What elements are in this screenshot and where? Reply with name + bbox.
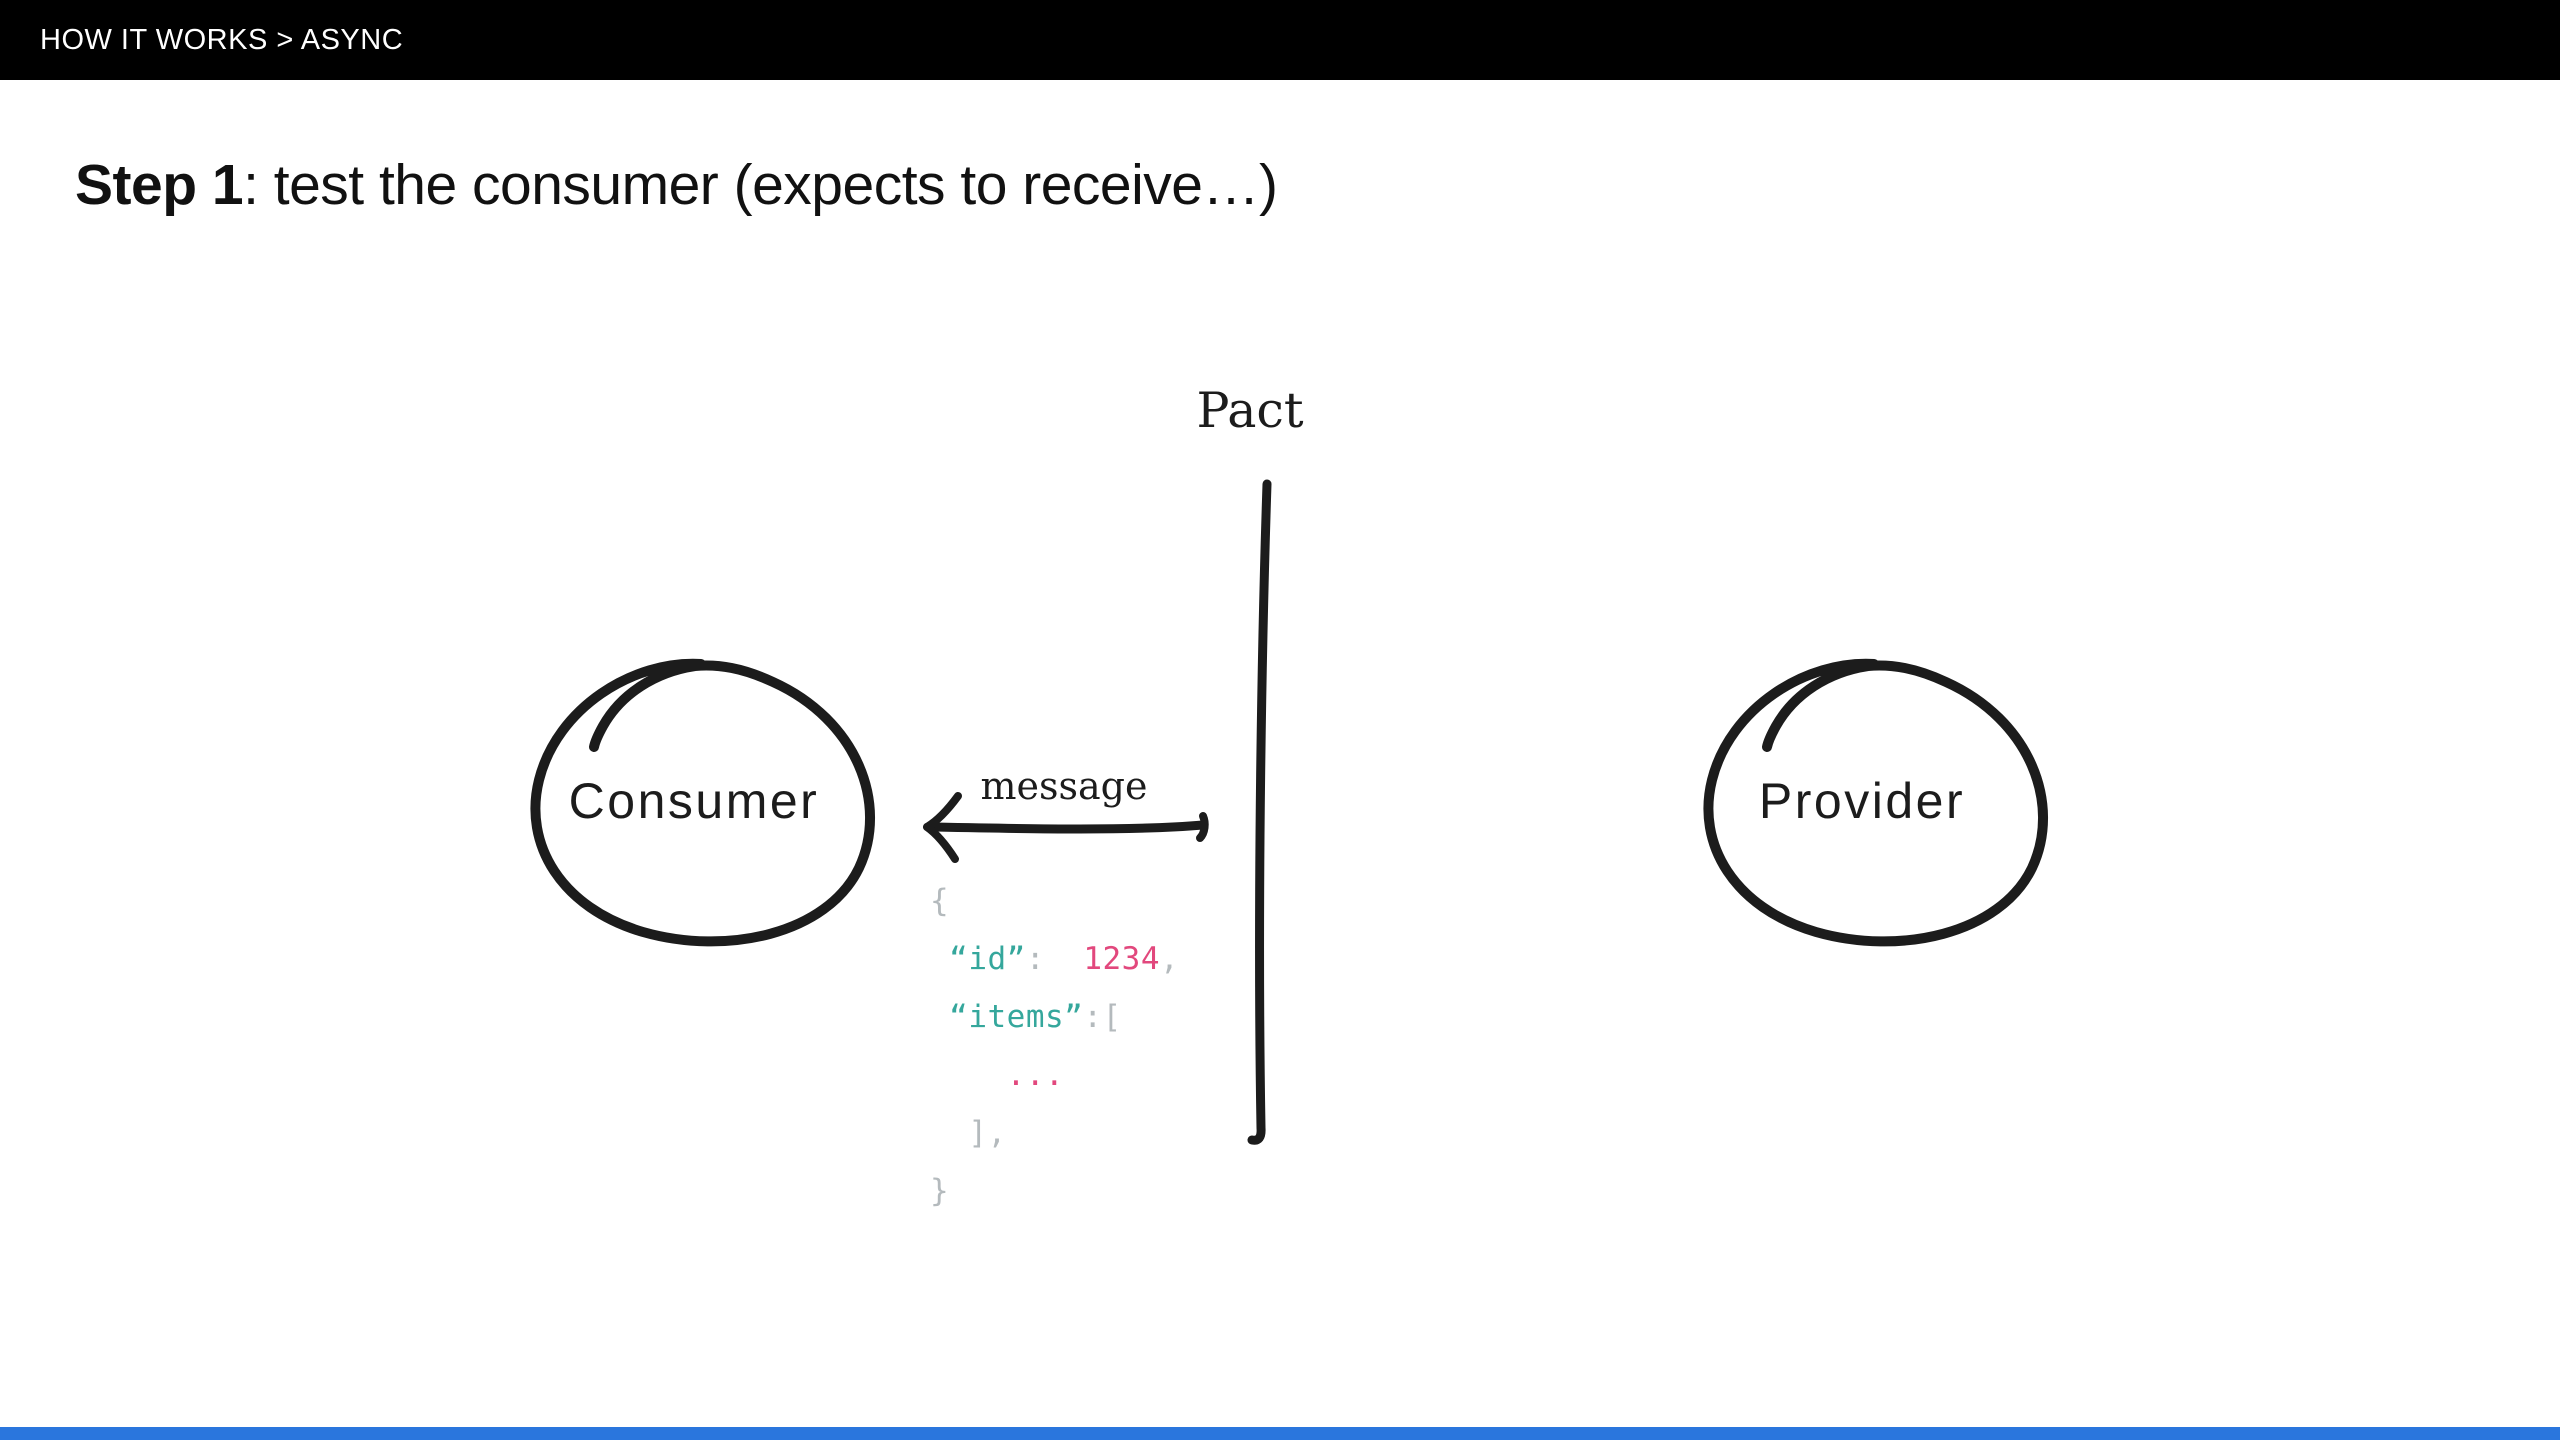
provider-label: Provider: [1758, 773, 1966, 829]
page-title-step: Step 1: [75, 153, 244, 217]
pact-code-block: { “id”: 1234, “items”:[ ... ],}: [930, 872, 1179, 1220]
message-label: message: [980, 764, 1148, 808]
code-line: ],: [930, 1115, 1007, 1151]
code-line: ...: [1006, 1057, 1065, 1093]
left-arrow-icon message-arrow: [923, 792, 1209, 863]
page-title: Step 1: test the consumer (expects to re…: [75, 152, 1278, 218]
slide-progress-bar: [0, 1427, 2560, 1440]
code-line: “items”:[: [949, 999, 1122, 1035]
header-bar: HOW IT WORKS > ASYNC: [0, 0, 2560, 80]
breadcrumb: HOW IT WORKS > ASYNC: [40, 23, 404, 56]
code-line: }: [930, 1173, 950, 1209]
consumer-circle hand-drawn-circle: [530, 658, 876, 947]
code-line: “id”: 1234,: [949, 941, 1180, 977]
provider-circle hand-drawn-circle: [1703, 658, 2049, 947]
pact-divider-line: [1247, 479, 1272, 1145]
code-line: {: [930, 883, 950, 919]
pact-label: Pact: [1196, 382, 1304, 439]
consumer-label: Consumer: [568, 773, 820, 829]
page-title-rest: : test the consumer (expects to receive……: [243, 153, 1278, 217]
